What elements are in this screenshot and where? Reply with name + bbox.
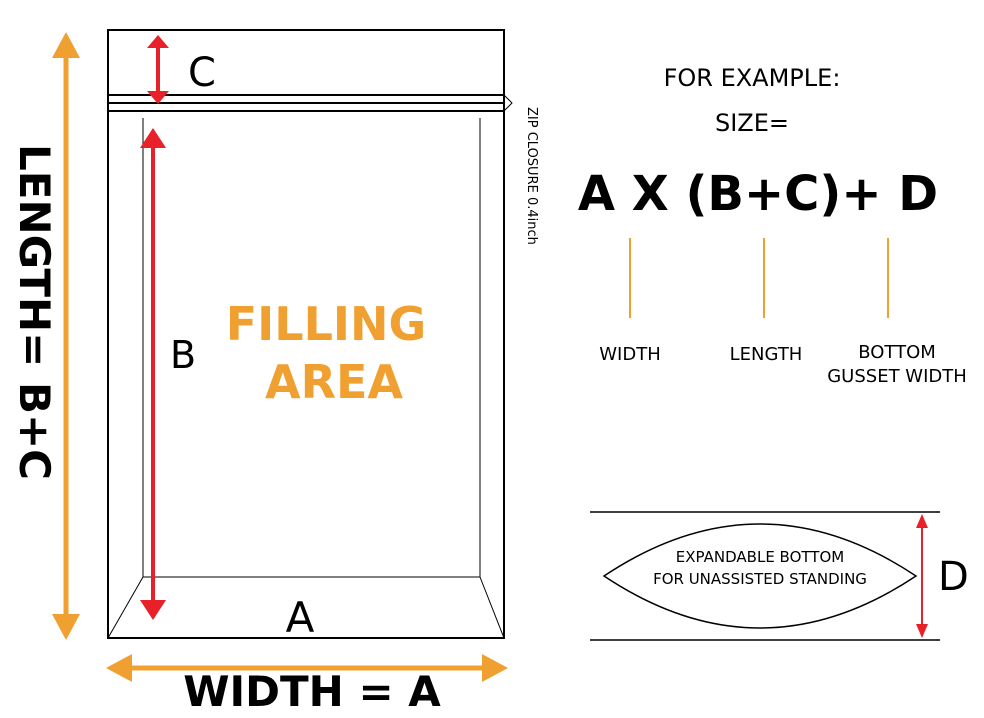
label-c: C [188,50,216,96]
gusset-fold-left [107,576,144,639]
zip-closure-note: ZIP CLOSURE 0.4inch [524,107,539,245]
label-gusset-width: GUSSET WIDTH [827,366,967,387]
filling-area-line1: FILLING [226,297,427,351]
label-bottom: BOTTOM [858,342,936,363]
label-a: A [286,593,315,642]
label-d: D [938,554,969,600]
label-b: B [170,333,196,377]
c-arrow-head-bottom [147,91,169,104]
gusset-text-line2: FOR UNASSISTED STANDING [653,570,867,588]
b-arrow-head-bottom [140,600,166,620]
d-arrow-head-top [916,514,928,528]
formula-pointer-lines [629,238,889,318]
gusset-diagram [590,511,940,641]
length-arrow-head-top [52,32,80,58]
label-length: LENGTH [730,344,803,365]
bag-border [107,29,505,639]
d-arrow-head-bottom [916,624,928,638]
bag-outline [107,29,513,639]
size-heading: SIZE= [715,109,789,137]
orange-dimension-arrows [52,32,508,682]
length-formula: LENGTH= B+C [10,144,59,480]
gusset-text-line1: EXPANDABLE BOTTOM [676,548,844,566]
width-formula: WIDTH = A [183,667,441,716]
size-formula: A X (B+C)+ D [578,166,938,222]
width-arrow-head-right [482,654,508,682]
width-arrow-head-left [106,654,132,682]
example-heading: FOR EXAMPLE: [664,64,841,92]
gusset-lens-shape [602,523,918,629]
red-dimension-arrows [140,35,169,620]
length-arrow-head-bottom [52,614,80,640]
zip-pointer [503,94,513,112]
filling-area-line2: AREA [265,355,403,409]
b-arrow-head-top [140,128,166,148]
gusset-fold-right [479,576,505,639]
c-arrow-head-top [147,35,169,48]
label-width: WIDTH [599,344,661,365]
